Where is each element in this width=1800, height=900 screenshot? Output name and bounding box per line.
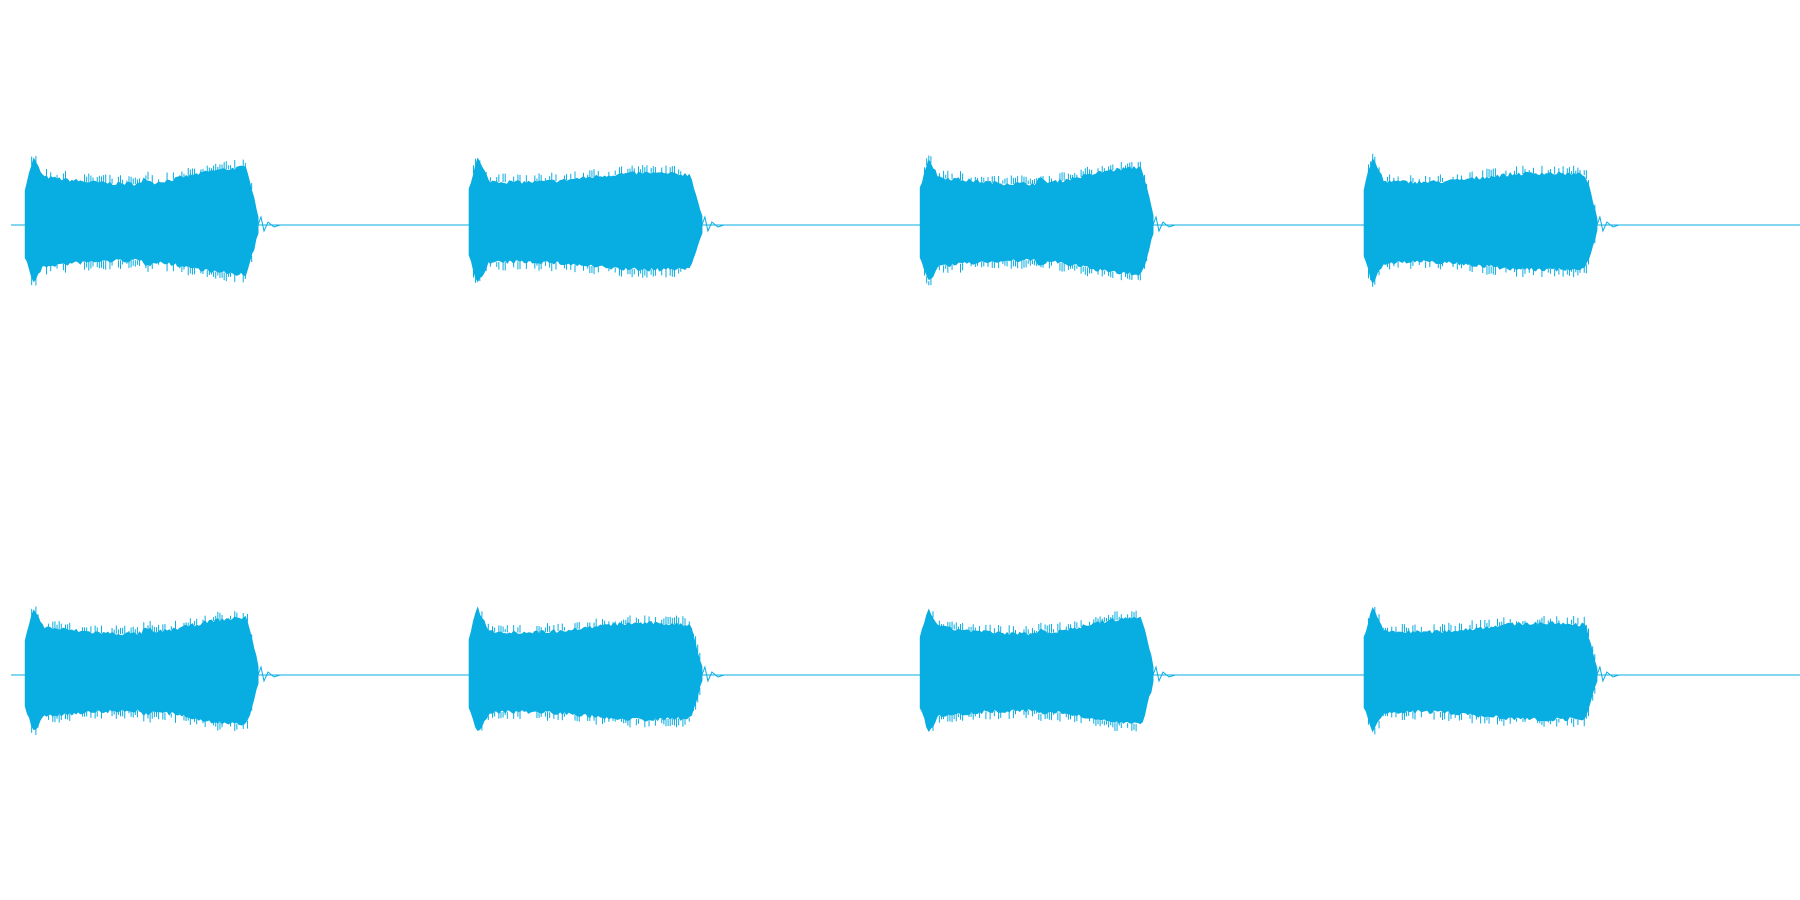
waveform-tail-4 <box>1596 215 1620 233</box>
waveform-tail-2 <box>701 215 725 233</box>
waveform-burst-2 <box>468 606 703 732</box>
burst-1-spikes <box>31 155 253 286</box>
waveform-tail-1 <box>257 215 281 233</box>
waveform-burst-2 <box>468 157 703 283</box>
waveform-tail-2 <box>701 665 725 683</box>
waveform-burst-4 <box>1363 157 1598 285</box>
burst-2-spikes <box>472 158 682 284</box>
burst-2-spikes <box>481 611 701 731</box>
waveform-burst-1 <box>24 157 259 283</box>
waveform-tail-3 <box>1152 215 1176 233</box>
waveform-tail-4 <box>1596 665 1620 683</box>
waveform-tail-3 <box>1152 665 1176 683</box>
burst-3-spikes <box>932 610 1137 732</box>
channel-left <box>11 153 1800 287</box>
burst-1-spikes <box>31 606 253 735</box>
waveform-tail-1 <box>257 665 281 683</box>
burst-4-spikes <box>1367 607 1596 735</box>
burst-3-spikes <box>924 155 1148 286</box>
waveform-burst-1 <box>24 609 259 730</box>
burst-4-spikes <box>1367 153 1596 287</box>
channel-right <box>11 606 1800 735</box>
